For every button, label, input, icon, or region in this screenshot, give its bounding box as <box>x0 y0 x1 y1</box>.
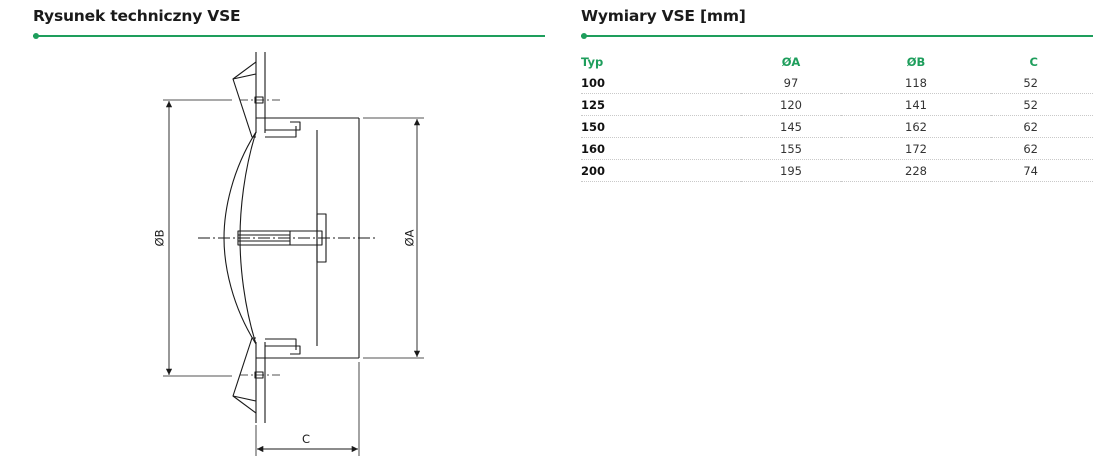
table-header-row: Typ ØA ØB C <box>581 52 1093 72</box>
technical-drawing: ØB ØA C <box>152 52 424 456</box>
spindle <box>237 230 323 246</box>
dimension-label-c: C <box>302 432 311 446</box>
cell-c: 52 <box>991 72 1093 94</box>
dimensions-title-rule-dot <box>581 32 587 39</box>
dimensions-table: Typ ØA ØB C 100 97 118 52 125 120 141 52… <box>581 52 1093 182</box>
cell-diameter-a: 120 <box>741 93 841 116</box>
top-flange <box>232 61 257 138</box>
bottom-flange <box>232 337 257 414</box>
cell-diameter-b: 162 <box>841 115 991 138</box>
dimensions-title: Wymiary VSE [mm] <box>581 7 746 25</box>
cell-diameter-a: 155 <box>741 137 841 160</box>
cell-typ: 160 <box>581 137 741 160</box>
technical-drawing-svg <box>163 52 424 456</box>
table-row: 125 120 141 52 <box>581 93 1093 116</box>
table-row: 200 195 228 74 <box>581 159 1093 182</box>
bottom-clip <box>265 338 301 355</box>
disc <box>223 131 257 345</box>
table-row: 150 145 162 62 <box>581 115 1093 138</box>
header-typ: Typ <box>581 55 604 69</box>
cell-typ: 100 <box>581 72 741 94</box>
cell-diameter-b: 172 <box>841 137 991 160</box>
drawing-title-rule <box>33 35 545 37</box>
dimension-label-b: ØB <box>152 229 167 247</box>
cell-diameter-b: 228 <box>841 159 991 182</box>
top-flange-edge <box>232 73 257 80</box>
cell-typ: 200 <box>581 159 741 182</box>
cell-diameter-a: 97 <box>741 72 841 94</box>
header-c: C <box>1029 55 1038 69</box>
header-diameter-b: ØB <box>906 55 926 69</box>
cell-typ: 125 <box>581 93 741 116</box>
top-clip <box>265 121 301 138</box>
bottom-flange-edge <box>232 395 257 402</box>
cell-diameter-a: 145 <box>741 115 841 138</box>
cell-typ: 150 <box>581 115 741 138</box>
table-row: 160 155 172 62 <box>581 137 1093 160</box>
cell-diameter-a: 195 <box>741 159 841 182</box>
dimension-label-a: ØA <box>402 229 417 247</box>
cell-diameter-b: 118 <box>841 72 991 94</box>
cell-c: 62 <box>991 115 1093 138</box>
drawing-title: Rysunek techniczny VSE <box>33 7 241 25</box>
cell-diameter-b: 141 <box>841 93 991 116</box>
header-diameter-a: ØA <box>781 55 801 69</box>
cell-c: 62 <box>991 137 1093 160</box>
table-row: 100 97 118 52 <box>581 72 1093 94</box>
cell-c: 52 <box>991 93 1093 116</box>
dimensions-title-rule <box>581 35 1093 37</box>
drawing-title-rule-dot <box>33 32 39 39</box>
cell-c: 74 <box>991 159 1093 182</box>
hub <box>316 213 327 263</box>
